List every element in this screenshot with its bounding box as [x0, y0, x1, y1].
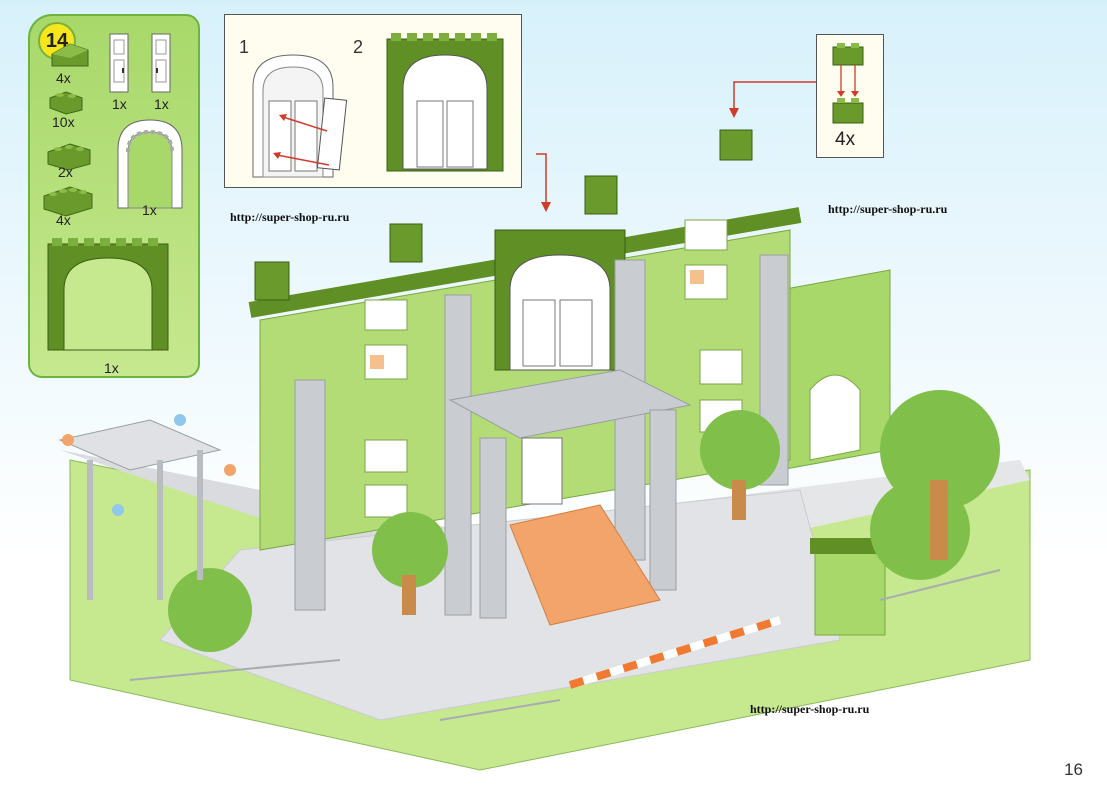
- door-panel-icon: [109, 33, 129, 93]
- watermark-url-left: http://super-shop-ru.ru: [230, 210, 350, 224]
- slope-brick-icon: [51, 43, 89, 67]
- stack-arrow-icon: [729, 81, 816, 118]
- stack-qty: 4x: [835, 129, 856, 150]
- door-panel-icon: [151, 33, 171, 93]
- parts-panel: 14 4x 1x 1x 10x 2x 1x: [28, 14, 200, 378]
- door-panel-a-qty: 1x: [112, 96, 127, 112]
- sub-step-1: 1: [239, 37, 250, 57]
- door-assembly-callout: 1 2: [224, 14, 522, 188]
- green-arch-qty: 1x: [104, 360, 119, 376]
- door-panel-b-qty: 1x: [154, 96, 169, 112]
- brick-1x2-qty: 10x: [52, 114, 75, 130]
- green-arch-icon: [47, 238, 169, 351]
- sub-step-2: 2: [353, 37, 364, 57]
- arched-window-icon: [117, 119, 183, 209]
- brick-1x4-icon: [43, 186, 93, 217]
- slope-brick-qty: 4x: [56, 70, 71, 86]
- brick-1x2-icon: [49, 91, 83, 115]
- brick-1x3-icon: [47, 143, 91, 171]
- arched-window-qty: 1x: [142, 202, 157, 218]
- brick-1x4-qty: 4x: [56, 212, 71, 228]
- watermark-url-bottom: http://super-shop-ru.ru: [750, 702, 870, 716]
- page-number: 16: [1064, 760, 1083, 779]
- brick-stack-callout: 4x: [816, 34, 884, 158]
- door-insert-diagram: [252, 54, 348, 178]
- callout-arrow-icon: [536, 153, 551, 212]
- brick-1x3-qty: 2x: [58, 164, 73, 180]
- model-illustration: [58, 129, 1031, 771]
- arch-with-door-diagram: [386, 33, 504, 172]
- watermark-url-right: http://super-shop-ru.ru: [828, 202, 948, 216]
- brick-stack-diagram: [832, 43, 864, 124]
